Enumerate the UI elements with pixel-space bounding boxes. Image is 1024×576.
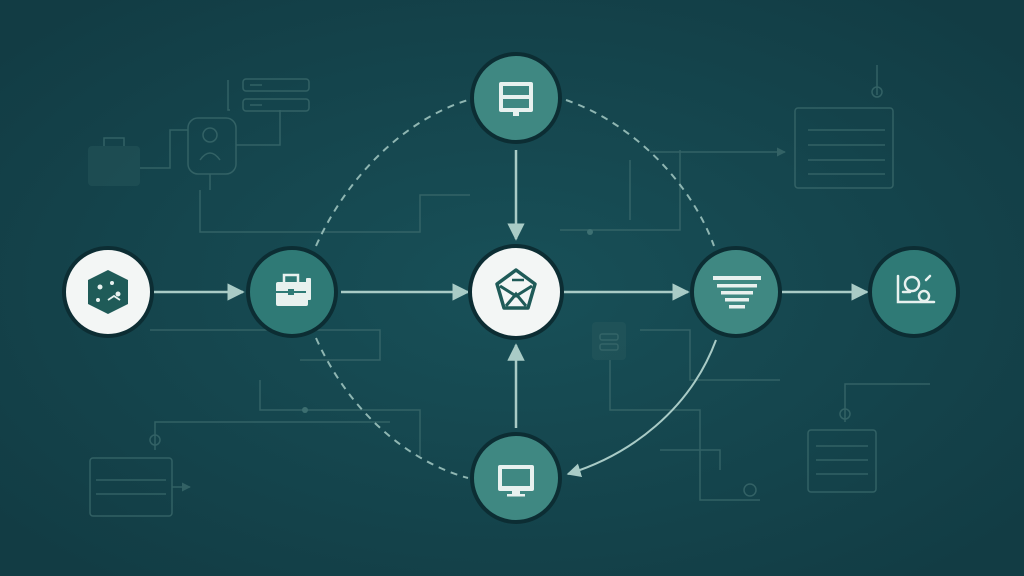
hub-envelope-icon <box>495 268 537 310</box>
solid-connectors <box>154 150 869 428</box>
toolbox-icon <box>276 273 311 306</box>
data-cube-icon <box>88 270 128 314</box>
trace-line <box>259 380 421 456</box>
edge-filter-monitor <box>566 339 717 477</box>
node-filter[interactable] <box>690 246 782 338</box>
edge-toolbox-window <box>315 99 469 247</box>
briefcase-faint-icon <box>88 129 188 186</box>
edge-window-filter <box>565 99 715 247</box>
document-faint-icon <box>89 421 390 517</box>
monitor-icon <box>498 465 534 497</box>
node-output[interactable] <box>868 246 960 338</box>
trace-line <box>150 329 381 361</box>
window-icon <box>499 82 533 116</box>
filter-lines-icon <box>713 276 761 309</box>
output-machine-icon <box>896 274 936 304</box>
document-faint-icon <box>807 383 930 493</box>
node-data-cube[interactable] <box>62 246 154 338</box>
node-toolbox[interactable] <box>246 246 338 338</box>
person-badge-icon <box>187 110 281 190</box>
server-icon <box>227 78 310 112</box>
trace-line <box>660 449 721 470</box>
dashed-connectors <box>315 99 715 479</box>
node-window[interactable] <box>470 52 562 144</box>
background-circuitry <box>88 65 930 517</box>
node-monitor[interactable] <box>470 432 562 524</box>
trace-line <box>640 329 780 381</box>
document-faint-icon <box>650 65 894 189</box>
lock-faint-icon <box>592 322 626 360</box>
trace-line <box>609 360 760 501</box>
trace-line <box>199 190 470 233</box>
node-hub[interactable] <box>468 244 564 340</box>
edge-toolbox-monitor <box>315 337 469 479</box>
trace-line <box>560 150 681 231</box>
